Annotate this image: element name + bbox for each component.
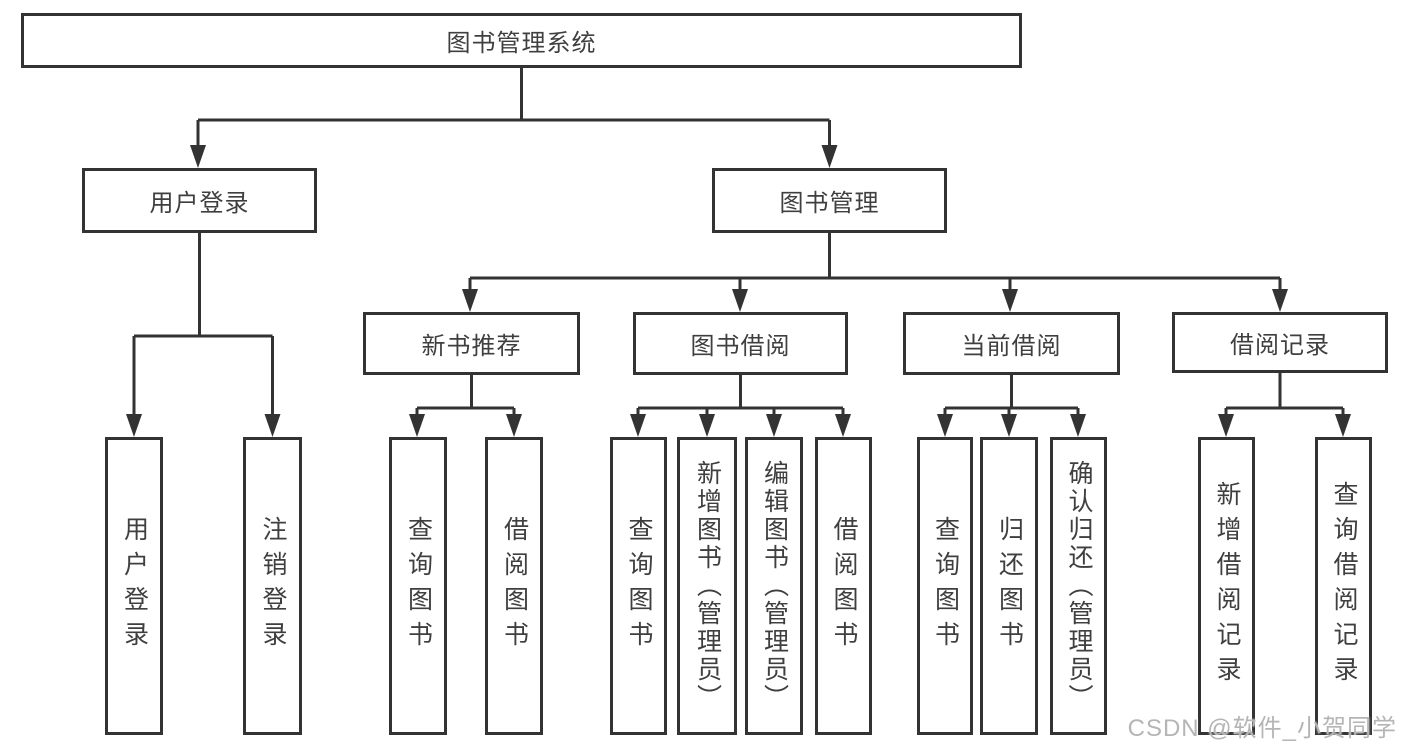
arrow-down-icon [506, 414, 522, 437]
node-current-borrow: 当前借阅 [903, 312, 1120, 375]
leaf-query-books-2: 查询图书 [610, 437, 667, 735]
edge-bookmgmt-to-level3 [468, 233, 1282, 297]
arrow-down-icon [699, 414, 715, 437]
edge-newbook-to-leaves [415, 375, 516, 421]
node-system-root: 图书管理系统 [21, 13, 1022, 68]
leaf-label: 新增图书（管理员） [693, 460, 722, 712]
arrow-down-icon [1001, 414, 1017, 437]
edge-borrowrecord-to-leaves [1224, 373, 1345, 421]
edge-userlogin-to-leaves [132, 233, 274, 421]
edge-root-to-level2 [196, 68, 831, 150]
leaf-label: 查询图书 [931, 516, 960, 656]
arrow-down-icon [937, 414, 953, 437]
leaf-label: 注销登录 [259, 516, 287, 656]
node-book-management: 图书管理 [712, 168, 947, 233]
node-user-login: 用户登录 [82, 168, 317, 233]
leaf-user-login: 用户登录 [105, 437, 163, 735]
arrow-down-icon [126, 414, 142, 437]
arrow-down-icon [264, 414, 281, 437]
arrow-down-icon [835, 414, 851, 437]
arrow-down-icon [732, 289, 748, 312]
node-new-book-recommend: 新书推荐 [363, 312, 580, 375]
leaf-label: 查询图书 [404, 516, 433, 656]
edge-bookborrow-to-leaves [636, 375, 845, 421]
leaf-label: 借阅图书 [500, 516, 529, 656]
arrowheads [126, 145, 1351, 437]
leaf-borrow-books-1: 借阅图书 [485, 437, 543, 735]
arrow-down-icon [409, 414, 425, 437]
arrow-down-icon [1272, 289, 1288, 312]
arrow-down-icon [1002, 289, 1018, 312]
leaf-query-books-1: 查询图书 [389, 437, 447, 735]
arrow-down-icon [462, 289, 478, 312]
leaf-label: 查询图书 [625, 516, 653, 656]
arrow-down-icon [821, 145, 838, 168]
leaf-label: 编辑图书（管理员） [760, 460, 789, 712]
arrow-down-icon [1070, 414, 1086, 437]
leaf-label: 归还图书 [995, 516, 1024, 656]
arrow-down-icon [766, 414, 782, 437]
arrow-down-icon [1218, 414, 1234, 437]
leaf-label: 用户登录 [120, 516, 149, 656]
leaf-edit-book-admin: 编辑图书（管理员） [745, 437, 803, 735]
leaf-label: 新增借阅记录 [1213, 481, 1241, 691]
leaf-confirm-return-admin: 确认归还（管理员） [1050, 437, 1107, 735]
leaf-logout: 注销登录 [243, 437, 302, 735]
arrow-down-icon [190, 145, 206, 168]
leaf-label: 确认归还（管理员） [1065, 460, 1093, 712]
leaf-label: 借阅图书 [830, 516, 858, 656]
leaf-query-books-3: 查询图书 [917, 437, 973, 735]
leaf-return-book: 归还图书 [980, 437, 1038, 735]
arrow-down-icon [630, 414, 646, 437]
leaf-borrow-books-2: 借阅图书 [815, 437, 872, 735]
arrow-down-icon [1335, 414, 1351, 437]
node-borrow-records: 借阅记录 [1172, 312, 1388, 373]
leaf-label: 查询借阅记录 [1330, 481, 1358, 691]
leaf-query-borrow-record: 查询借阅记录 [1315, 437, 1372, 735]
leaf-add-book-admin: 新增图书（管理员） [677, 437, 737, 735]
node-book-borrow: 图书借阅 [633, 312, 848, 375]
leaf-add-borrow-record: 新增借阅记录 [1198, 437, 1255, 735]
